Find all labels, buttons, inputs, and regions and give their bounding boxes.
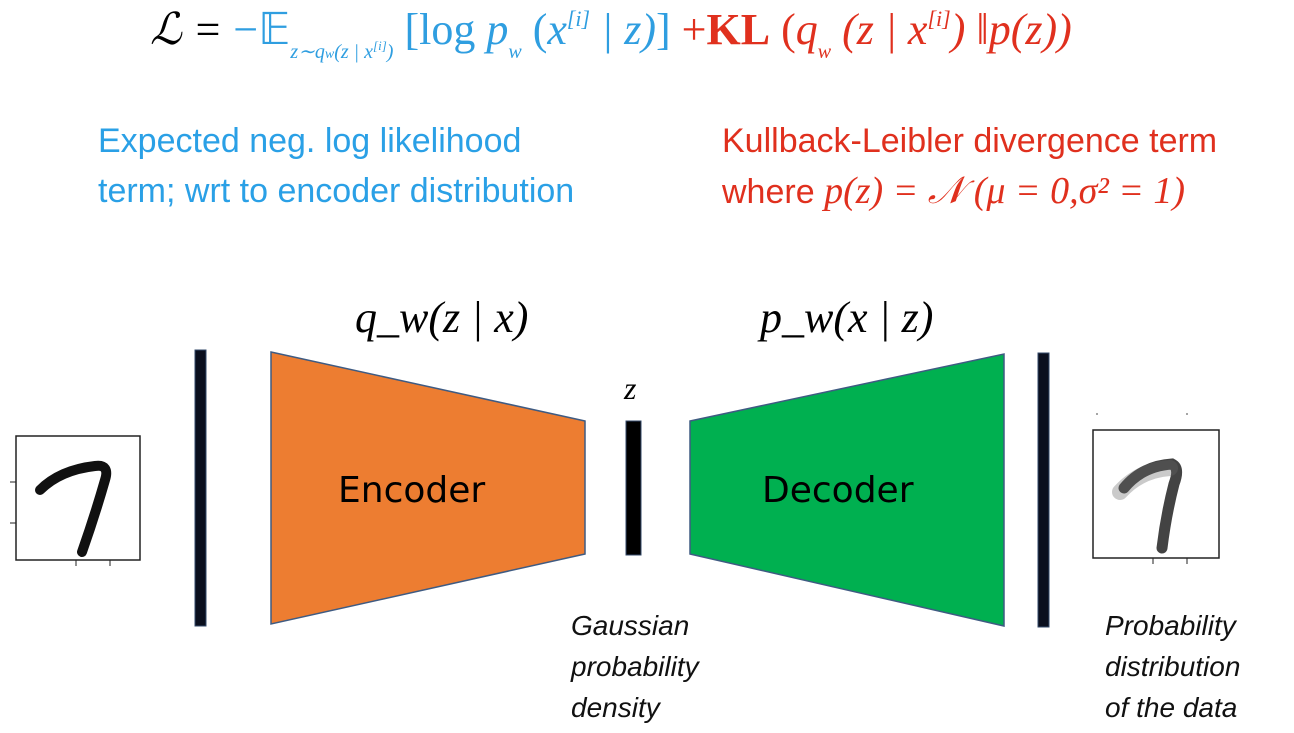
formula-lhs: ℒ =	[150, 5, 223, 54]
formula-sub-sup: [i]	[373, 38, 387, 53]
formula-neg: −	[233, 5, 259, 54]
formula-kl: KL	[706, 5, 771, 54]
formula-given-z: | z)	[590, 5, 656, 54]
data-note-line-3: of the data	[1105, 692, 1238, 723]
formula-kl-inner: (z | x	[831, 5, 928, 54]
latent-z-bar	[625, 420, 642, 556]
data-note-line-1: Probability	[1105, 610, 1236, 641]
kl-caption-line-1: Kullback-Leibler divergence term	[722, 122, 1218, 160]
formula-bracket-close: ]	[656, 5, 671, 54]
formula-q: q	[795, 5, 818, 54]
formula-kl-sup: [i]	[927, 6, 951, 31]
nll-caption-line-2: term; wrt to encoder distribution	[98, 172, 575, 210]
kl-caption-prefix: where	[722, 173, 825, 211]
decoder-distribution-label: p_w(x | z)	[760, 292, 933, 343]
formula-bracket-open: [	[404, 5, 420, 54]
gaussian-note: Gaussian probability density	[571, 605, 699, 728]
output-digit-image	[1092, 413, 1220, 564]
formula-x-sup: [i]	[566, 6, 591, 31]
formula-expectation-symbol: 𝔼	[258, 5, 291, 54]
formula-sub-close: )	[386, 41, 394, 63]
nll-caption: Expected neg. log likelihood term; wrt t…	[98, 116, 698, 216]
encoder-shape	[270, 351, 586, 625]
formula-sub-w: w	[324, 47, 335, 62]
kl-caption: Kullback-Leibler divergence term where p…	[722, 116, 1292, 217]
formula-kl-term: +KL (qw (z | x[i]) ‖p(z))	[681, 5, 1072, 63]
loss-formula: ℒ = −𝔼z∼qw(z | x[i]) [log pw (x[i] | z)]…	[150, 4, 1072, 64]
kl-caption-math: p(z) = 𝒩 (μ = 0,σ² = 1)	[824, 170, 1186, 212]
kl-caption-line-2: where p(z) = 𝒩 (μ = 0,σ² = 1)	[722, 166, 1292, 217]
nll-caption-line-1: Expected neg. log likelihood	[98, 122, 522, 160]
data-note-line-2: distribution	[1105, 651, 1241, 682]
formula-expectation-term: −𝔼z∼qw(z | x[i]) [log pw (x[i] | z)]	[233, 5, 671, 63]
formula-p-sub: w	[508, 41, 522, 63]
gaussian-note-line-2: probability	[571, 651, 699, 682]
encoder-distribution-text: q_w(z | x)	[355, 293, 529, 342]
formula-expectation-subscript: z∼qw(z | x[i])	[290, 38, 394, 63]
formula-sub-z: z∼q	[290, 41, 325, 63]
input-digit-image	[10, 435, 141, 566]
formula-p: p	[486, 5, 509, 54]
formula-q-sub: w	[817, 41, 832, 63]
encoder-distribution-label: q_w(z | x)	[355, 292, 528, 343]
gaussian-note-line-1: Gaussian	[571, 610, 690, 641]
gaussian-note-line-3: density	[571, 692, 660, 723]
decoder-shape	[689, 353, 1005, 627]
formula-kl-close: ) ‖p(z))	[950, 5, 1072, 54]
encoder-label: Encoder	[338, 470, 486, 511]
formula-kl-open: (	[770, 5, 796, 54]
latent-z-label: z	[624, 370, 637, 406]
formula-sub-rest: (z | x	[334, 41, 374, 63]
formula-log: log	[419, 5, 487, 54]
data-distribution-note: Probability distribution of the data	[1105, 605, 1240, 728]
formula-x: x	[547, 5, 567, 54]
decoder-distribution-text: p_w(x | z)	[760, 293, 934, 342]
input-layer-bar	[194, 349, 207, 627]
formula-paren-open: (	[532, 5, 548, 54]
decoder-label: Decoder	[762, 470, 914, 511]
output-layer-bar	[1037, 352, 1050, 628]
formula-plus: +	[681, 5, 707, 54]
